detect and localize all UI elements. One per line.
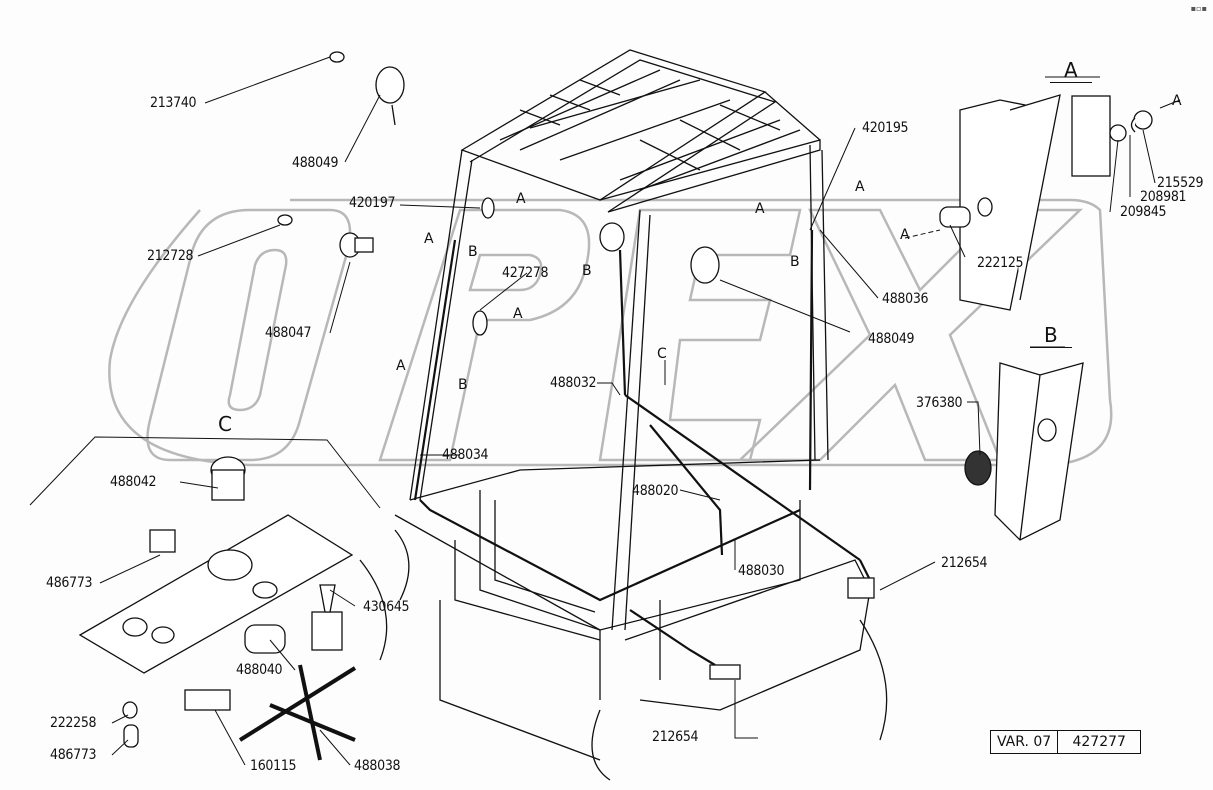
part-label-488047[interactable]: 488047 — [265, 325, 312, 341]
view-label-b: B — [1030, 325, 1072, 348]
part-glyphs — [78, 51, 1153, 761]
drawing-number: 427277 — [1072, 734, 1126, 750]
detail-marker-b: B — [468, 244, 478, 260]
part-label-488038[interactable]: 488038 — [354, 758, 401, 774]
part-label-488049[interactable]: 488049 — [292, 155, 339, 171]
part-label-420197[interactable]: 420197 — [349, 195, 396, 211]
part-label-488034[interactable]: 488034 — [442, 447, 489, 463]
part-label-488032[interactable]: 488032 — [550, 375, 597, 391]
part-label-215529[interactable]: 215529 — [1157, 175, 1204, 191]
detail-marker-b: B — [790, 254, 800, 270]
part-label-420195[interactable]: 420195 — [862, 120, 909, 136]
part-label-213740[interactable]: 213740 — [150, 95, 197, 111]
detail-marker-a: A — [755, 201, 765, 217]
part-label-427278[interactable]: 427278 — [502, 265, 549, 281]
part-label-488042[interactable]: 488042 — [110, 474, 157, 490]
detail-marker-a: A — [516, 191, 526, 207]
part-label-486773[interactable]: 486773 — [50, 747, 97, 763]
part-label-222125[interactable]: 222125 — [977, 255, 1024, 271]
corner-mark-icon: ▪▫▪ — [1190, 4, 1207, 13]
detail-marker-b: B — [582, 263, 592, 279]
part-label-209845[interactable]: 209845 — [1120, 204, 1167, 220]
view-label-a: A — [1050, 60, 1092, 83]
part-label-208981[interactable]: 208981 — [1140, 189, 1187, 205]
detail-marker-a: A — [1172, 93, 1182, 109]
detail-marker-a: A — [424, 231, 434, 247]
detail-marker-c: C — [657, 346, 667, 362]
part-label-488040[interactable]: 488040 — [236, 662, 283, 678]
part-label-488036[interactable]: 488036 — [882, 291, 929, 307]
detail-marker-b: B — [458, 377, 468, 393]
part-label-212654[interactable]: 212654 — [941, 555, 988, 571]
part-label-488049[interactable]: 488049 — [868, 331, 915, 347]
detail-marker-a: A — [855, 179, 865, 195]
part-label-488030[interactable]: 488030 — [738, 563, 785, 579]
part-label-486773[interactable]: 486773 — [46, 575, 93, 591]
detail-marker-a: A — [513, 306, 523, 322]
detail-marker-a: A — [396, 358, 406, 374]
part-label-212654[interactable]: 212654 — [652, 729, 699, 745]
part-label-222258[interactable]: 222258 — [50, 715, 97, 731]
part-label-376380[interactable]: 376380 — [916, 395, 963, 411]
part-label-488020[interactable]: 488020 — [632, 483, 679, 499]
view-label-c: C — [218, 412, 232, 436]
leader-lines — [29, 56, 1181, 766]
variant-label: VAR. 07 — [991, 731, 1059, 753]
overhead-guard — [359, 49, 888, 781]
part-label-212728[interactable]: 212728 — [147, 248, 194, 264]
part-label-430645[interactable]: 430645 — [363, 599, 410, 615]
title-block: VAR. 07 427277 — [990, 730, 1142, 754]
part-label-160115[interactable]: 160115 — [250, 758, 297, 774]
detail-marker-a: A — [900, 227, 910, 243]
